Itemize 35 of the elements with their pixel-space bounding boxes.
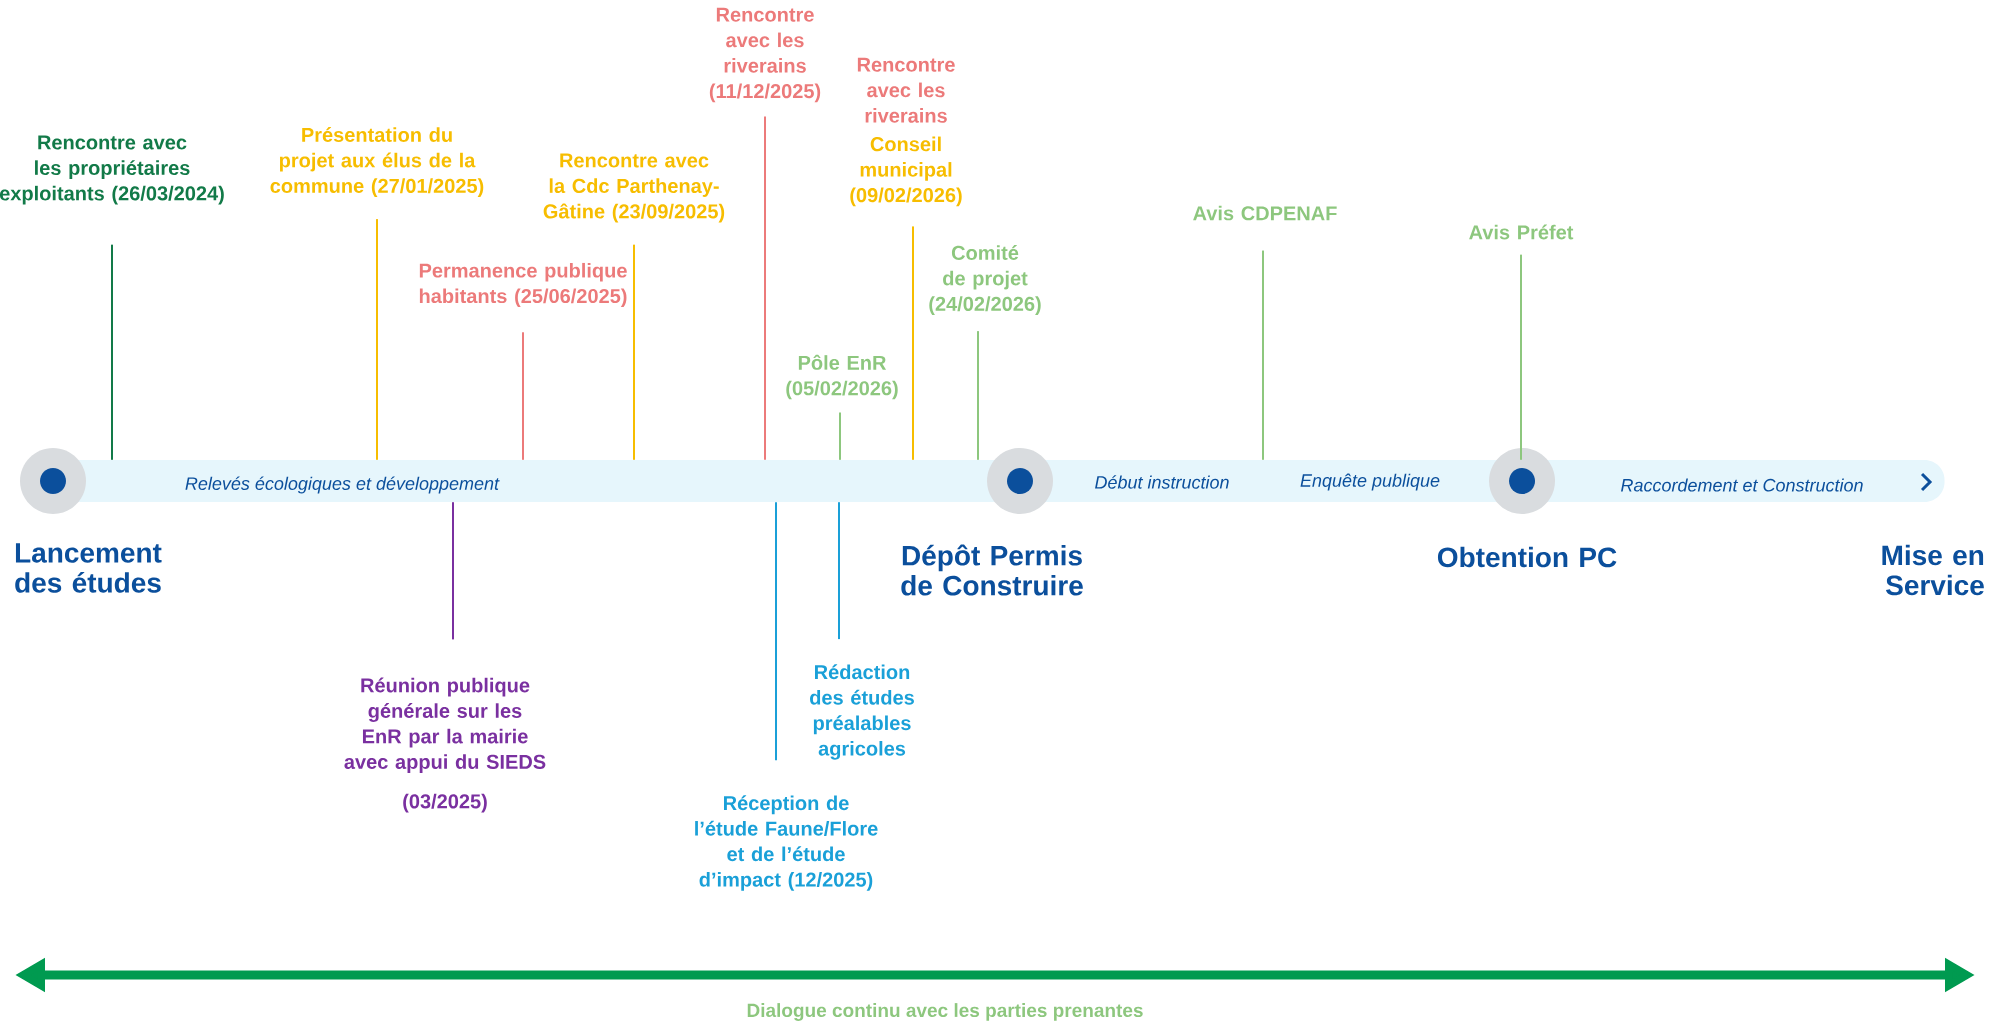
milestone-label: Lancement des études (15, 543, 162, 593)
milestone-label: Mise en Service (1882, 544, 1984, 596)
leader-line (838, 501, 840, 641)
arrow-caption: Dialogue continu avec les parties prenantes (747, 1003, 1143, 1021)
leader-line (376, 218, 378, 461)
event-label: Rédaction des études préalables agricoles (810, 664, 914, 760)
leader-line (764, 115, 766, 461)
milestone-label: Dépôt Permis de Construire (901, 544, 1083, 596)
event-label: Pôle EnR (05/02/2026) (786, 354, 898, 400)
event-label: Avis CDPENAF (1193, 205, 1337, 221)
leader-line (111, 243, 113, 461)
event-label: Présentation du projet aux élus de la commune (27/01/2025) (270, 127, 484, 197)
phase-label: Début instruction (1095, 475, 1229, 489)
event-label: Rencontre avec les riverains (11/12/2025) (709, 7, 821, 103)
event-label: Rencontre avec la Cdc Parthenay-Gâtine (23/09/2025) (543, 153, 725, 223)
event-label: Avis Préfet (1469, 224, 1574, 240)
leader-line (839, 411, 841, 461)
leader-line (633, 243, 635, 461)
leader-line (977, 330, 979, 461)
event-label: Réception de l’étude Faune/Flore et de l’étude d’impact (12/2025) (695, 795, 878, 891)
event-label: Rencontre avec les propriétaires exploitants (26/03/2024) (0, 135, 224, 205)
leader-line (1520, 253, 1522, 461)
leader-line (912, 225, 914, 461)
event-label: Permanence publique habitants (25/06/2025) (419, 262, 627, 308)
phase-label: Relevés écologiques et développement (185, 476, 500, 494)
leader-line (775, 501, 777, 762)
phase-label: Raccordement et Construction (1621, 478, 1863, 492)
phase-label: Enquête publique (1300, 473, 1440, 491)
event-label: Comité de projet (24/02/2026) (929, 245, 1041, 315)
leader-line (1262, 249, 1264, 461)
milestone-label: Obtention PC (1437, 546, 1617, 568)
leader-line (452, 501, 454, 641)
leader-line (522, 331, 524, 461)
event-label: Rencontre avec les riverains Conseil municipal (09/02/2026) (850, 57, 962, 207)
event-label: Réunion publique générale sur les EnR par la mairie avec appui du SIEDS (03/2025) (344, 677, 546, 813)
